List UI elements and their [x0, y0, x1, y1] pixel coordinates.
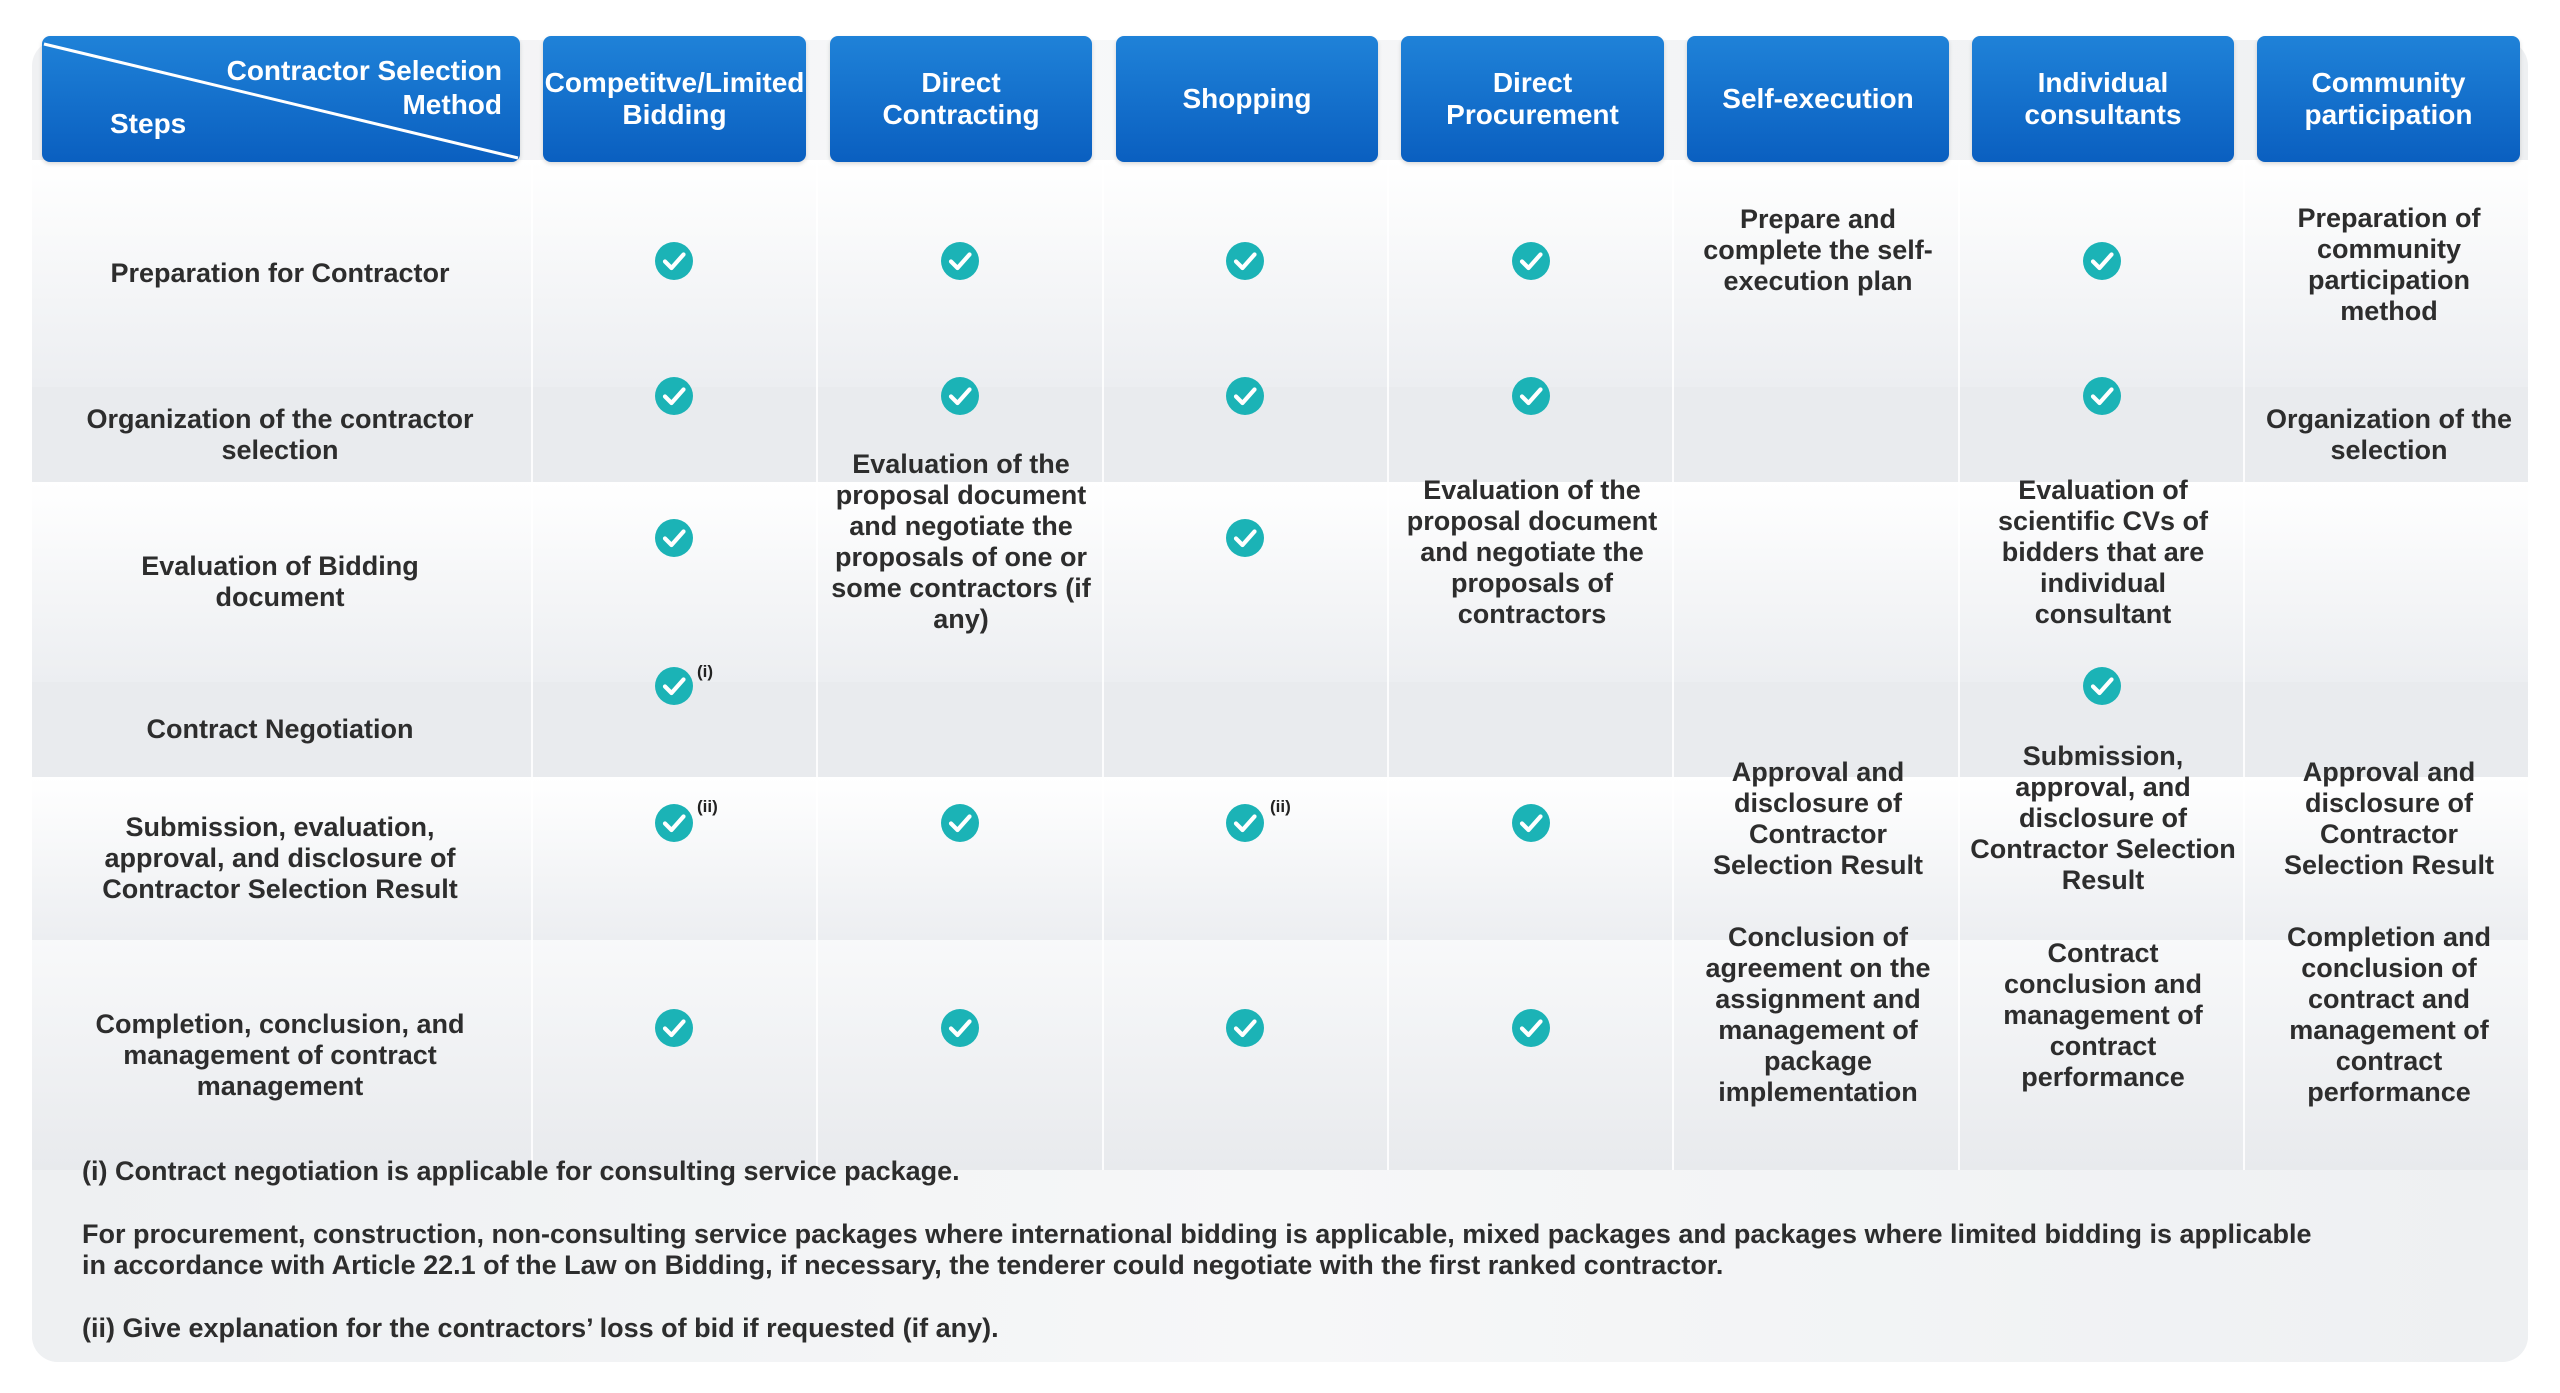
column-header-direct-procurement: Direct Procurement	[1401, 36, 1664, 162]
cell-text: Evaluation of scientific CVs of bidders …	[1997, 474, 2209, 629]
column-divider	[1102, 160, 1104, 1170]
corner-steps-label: Steps	[110, 108, 187, 139]
check-circle-icon	[1225, 241, 1265, 286]
check-circle-icon	[1511, 803, 1551, 848]
check-circle-icon	[1511, 376, 1551, 421]
note-procurement-line1: For procurement, construction, non-consu…	[82, 1219, 2312, 1249]
check-circle-icon	[1225, 803, 1265, 848]
cell-text: Evaluation of the proposal document and …	[1406, 474, 1658, 629]
column-divider	[1672, 160, 1674, 1170]
cell-text: Organization of the selection	[2266, 403, 2512, 465]
step-label: Submission, evaluation, approval, and di…	[102, 812, 458, 904]
cell-text: Completion and conclusion of contract an…	[2287, 922, 2491, 1107]
note-i: (i) Contract negotiation is applicable f…	[82, 1156, 960, 1186]
cell-text: Conclusion of agreement on the assignmen…	[1705, 922, 1931, 1107]
check-circle-icon	[654, 1008, 694, 1053]
cell-text: Approval and disclosure of Contractor Se…	[1712, 756, 1924, 880]
cell-text: Contract conclusion and management of co…	[2003, 937, 2203, 1092]
check-circle-icon	[654, 518, 694, 563]
check-circle-icon	[2082, 376, 2122, 421]
note-ii: (ii) Give explanation for the contractor…	[82, 1313, 999, 1343]
step-label: Completion, conclusion, and management o…	[95, 1008, 465, 1101]
check-circle-icon	[2082, 666, 2122, 711]
step-label: Contract Negotiation	[146, 714, 414, 744]
column-divider	[2243, 160, 2245, 1170]
column-header-direct-contracting: Direct Contracting	[830, 36, 1092, 162]
cell-text: Prepare and complete the self-execution …	[1703, 203, 1933, 296]
row-band	[32, 940, 2528, 1170]
check-circle-icon	[1511, 1008, 1551, 1053]
column-header-individual-consultants: Individual consultants	[1972, 36, 2234, 162]
step-label: Organization of the contractor selection	[86, 403, 474, 465]
notes-band	[32, 1170, 2528, 1362]
superscript-ii: (ii)	[697, 797, 718, 816]
cell-text: Submission, approval, and disclosure of …	[1970, 741, 2236, 895]
row-band	[32, 482, 2528, 682]
cell-text: Approval and disclosure of Contractor Se…	[2283, 756, 2495, 880]
superscript-ii: (ii)	[1270, 797, 1291, 816]
column-header-shopping: Shopping	[1116, 36, 1378, 162]
check-circle-icon	[1225, 1008, 1265, 1053]
cell-text: Preparation of community participation m…	[2297, 203, 2481, 326]
check-circle-icon	[1225, 518, 1265, 563]
column-header-community-participation: Community participation	[2257, 36, 2520, 162]
column-divider	[531, 160, 533, 1170]
diagonal-divider	[43, 42, 519, 160]
note-procurement-line2: in accordance with Article 22.1 of the L…	[82, 1250, 1724, 1280]
cell-text: Evaluation of the proposal document and …	[831, 449, 1091, 634]
column-header-self-execution: Self-execution	[1687, 36, 1949, 162]
step-label: Evaluation of Bidding document	[141, 551, 419, 612]
column-divider	[1958, 160, 1960, 1170]
check-circle-icon	[940, 241, 980, 286]
check-circle-icon	[1225, 376, 1265, 421]
check-circle-icon	[654, 666, 694, 711]
column-divider	[1387, 160, 1389, 1170]
corner-method-label: Contractor Selection Method	[226, 55, 502, 120]
check-circle-icon	[654, 241, 694, 286]
column-header-bidding: Competitve/Limited Bidding	[543, 36, 806, 162]
check-circle-icon	[940, 1008, 980, 1053]
check-circle-icon	[1511, 241, 1551, 286]
row-band	[32, 777, 2528, 940]
check-circle-icon	[940, 376, 980, 421]
column-divider	[816, 160, 818, 1170]
check-circle-icon	[2082, 241, 2122, 286]
check-circle-icon	[654, 803, 694, 848]
check-circle-icon	[654, 376, 694, 421]
step-label: Preparation for Contractor	[110, 258, 450, 288]
superscript-i: (i)	[697, 662, 714, 681]
header-corner: Contractor Selection Method Steps	[42, 36, 520, 162]
check-circle-icon	[940, 803, 980, 848]
